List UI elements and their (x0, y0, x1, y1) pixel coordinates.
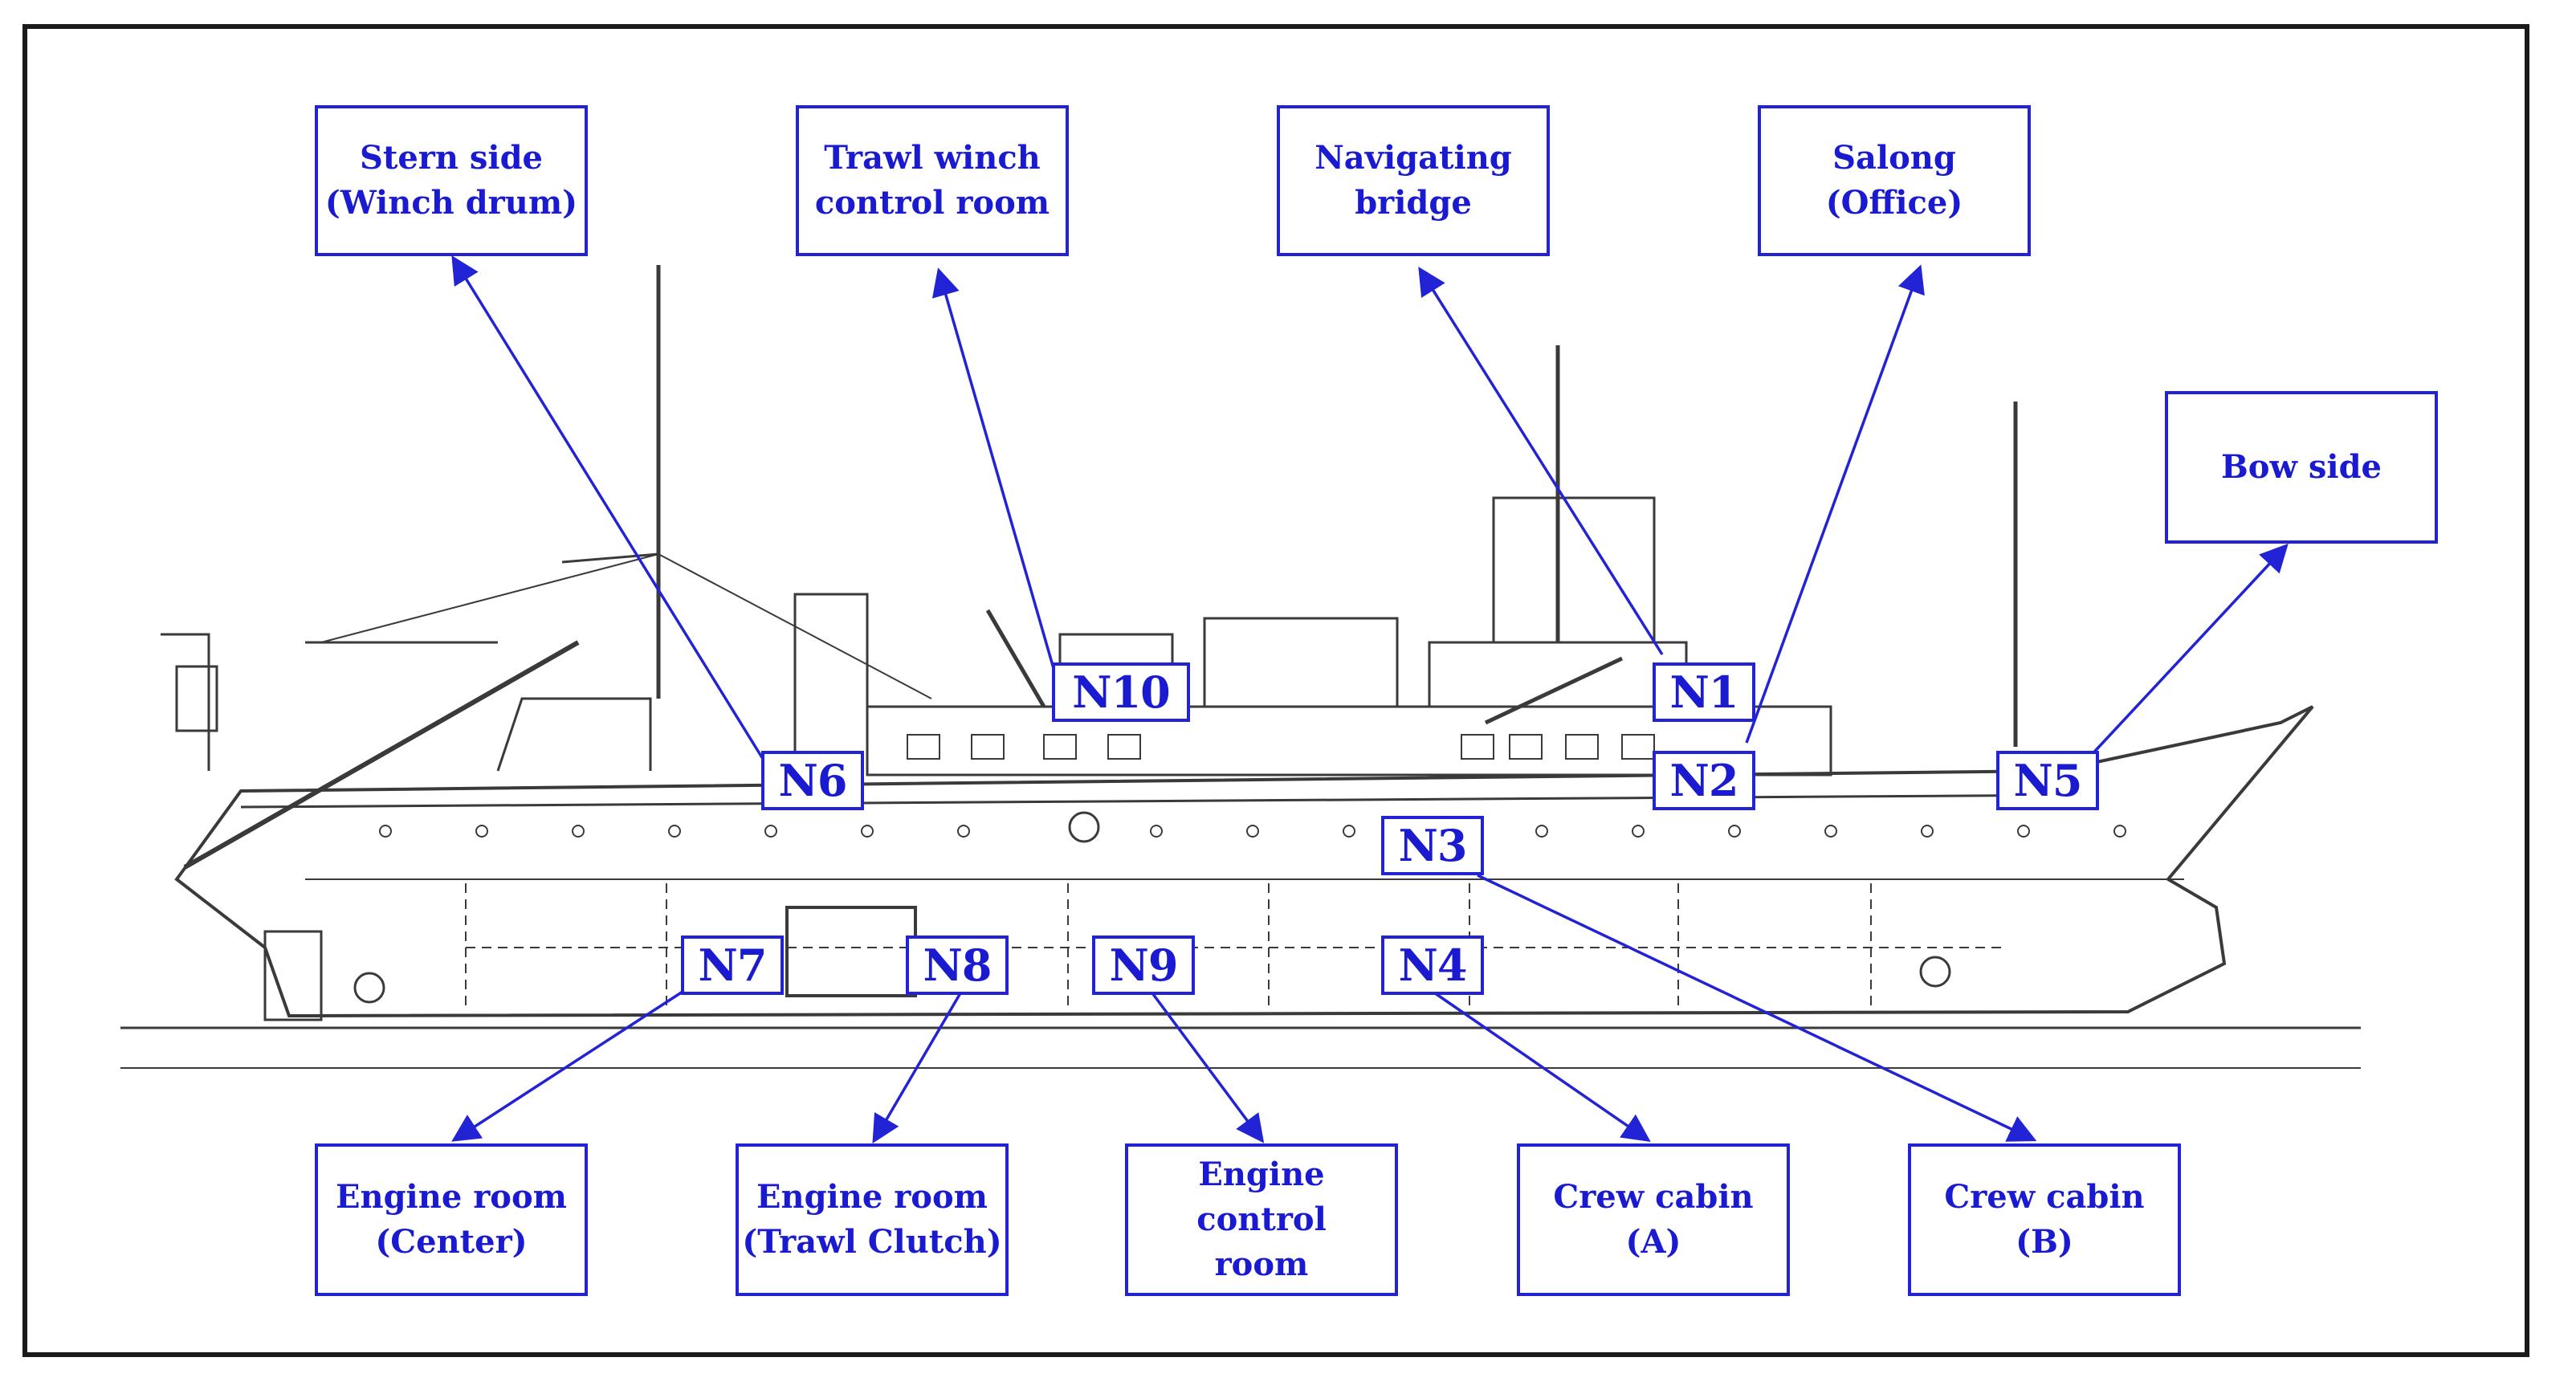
label-engine-room-trawl-clutch: Engine room (Trawl Clutch) (736, 1143, 1009, 1296)
node-n4: N4 (1381, 935, 1484, 995)
node-n2: N2 (1653, 751, 1755, 810)
node-n1: N1 (1653, 662, 1755, 722)
label-crew-cabin-a: Crew cabin (A) (1517, 1143, 1790, 1296)
node-n6: N6 (761, 751, 864, 810)
label-salong-office: Salong (Office) (1758, 105, 2031, 256)
ship-outline (120, 265, 2361, 1069)
connector-arrows (451, 255, 2289, 1144)
node-n8: N8 (906, 935, 1009, 995)
node-n9: N9 (1092, 935, 1195, 995)
label-navigating-bridge: Navigating bridge (1277, 105, 1550, 256)
node-n10: N10 (1052, 662, 1190, 722)
label-stern-side: Stern side (Winch drum) (315, 105, 588, 256)
label-crew-cabin-b: Crew cabin (B) (1908, 1143, 2181, 1296)
label-engine-control-room: Engine control room (1125, 1143, 1398, 1296)
label-bow-side: Bow side (2165, 391, 2438, 544)
node-n5: N5 (1996, 751, 2099, 810)
label-trawl-winch-control-room: Trawl winch control room (796, 105, 1069, 256)
node-n3: N3 (1381, 816, 1484, 875)
label-engine-room-center: Engine room (Center) (315, 1143, 588, 1296)
node-n7: N7 (681, 935, 784, 995)
